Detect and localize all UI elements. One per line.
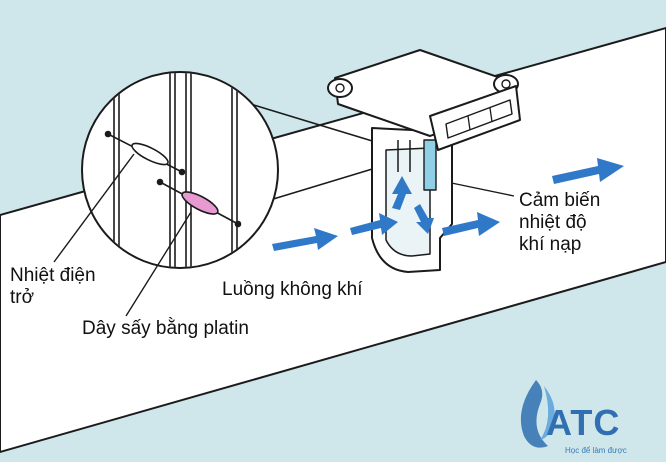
intake-air-temp-sensor-label: Cảm biến nhiệt độ khí nạp: [519, 190, 600, 256]
sensor-label-line-2: nhiệt độ: [519, 212, 587, 233]
airflow-arrow-into-sensor: [350, 213, 398, 235]
atc-logo-tagline: Học để làm được: [565, 446, 627, 455]
mass-airflow-sensor: [327, 49, 521, 273]
thermistor-label: Nhiệt điện trở: [10, 265, 96, 309]
thermistor-label-line-1: Nhiệt điện: [10, 265, 96, 286]
sensor-label-line-3: khí nạp: [519, 234, 582, 255]
airflow-label: Luồng không khí: [222, 279, 363, 300]
platinum-heater-wire: [156, 178, 242, 228]
sensor-label-line-1: Cảm biến: [519, 190, 601, 211]
airflow-arrow-down: [414, 204, 434, 234]
atc-logo-text: ATC: [546, 402, 621, 443]
atc-logo-mark: [520, 380, 555, 448]
airflow-arrow-outlet: [552, 158, 624, 184]
thermistor-label-line-2: trở: [10, 287, 35, 308]
thermistor-element: [104, 130, 186, 176]
magnified-detail: [81, 71, 279, 269]
airflow-arrow-inlet: [272, 228, 338, 251]
airflow-arrows: [272, 158, 624, 251]
platinum-heater-wire-label: Dây sấy bằng platin: [82, 318, 249, 339]
airflow-arrow-up-1: [392, 176, 412, 210]
airflow-arrow-out: [442, 212, 500, 236]
